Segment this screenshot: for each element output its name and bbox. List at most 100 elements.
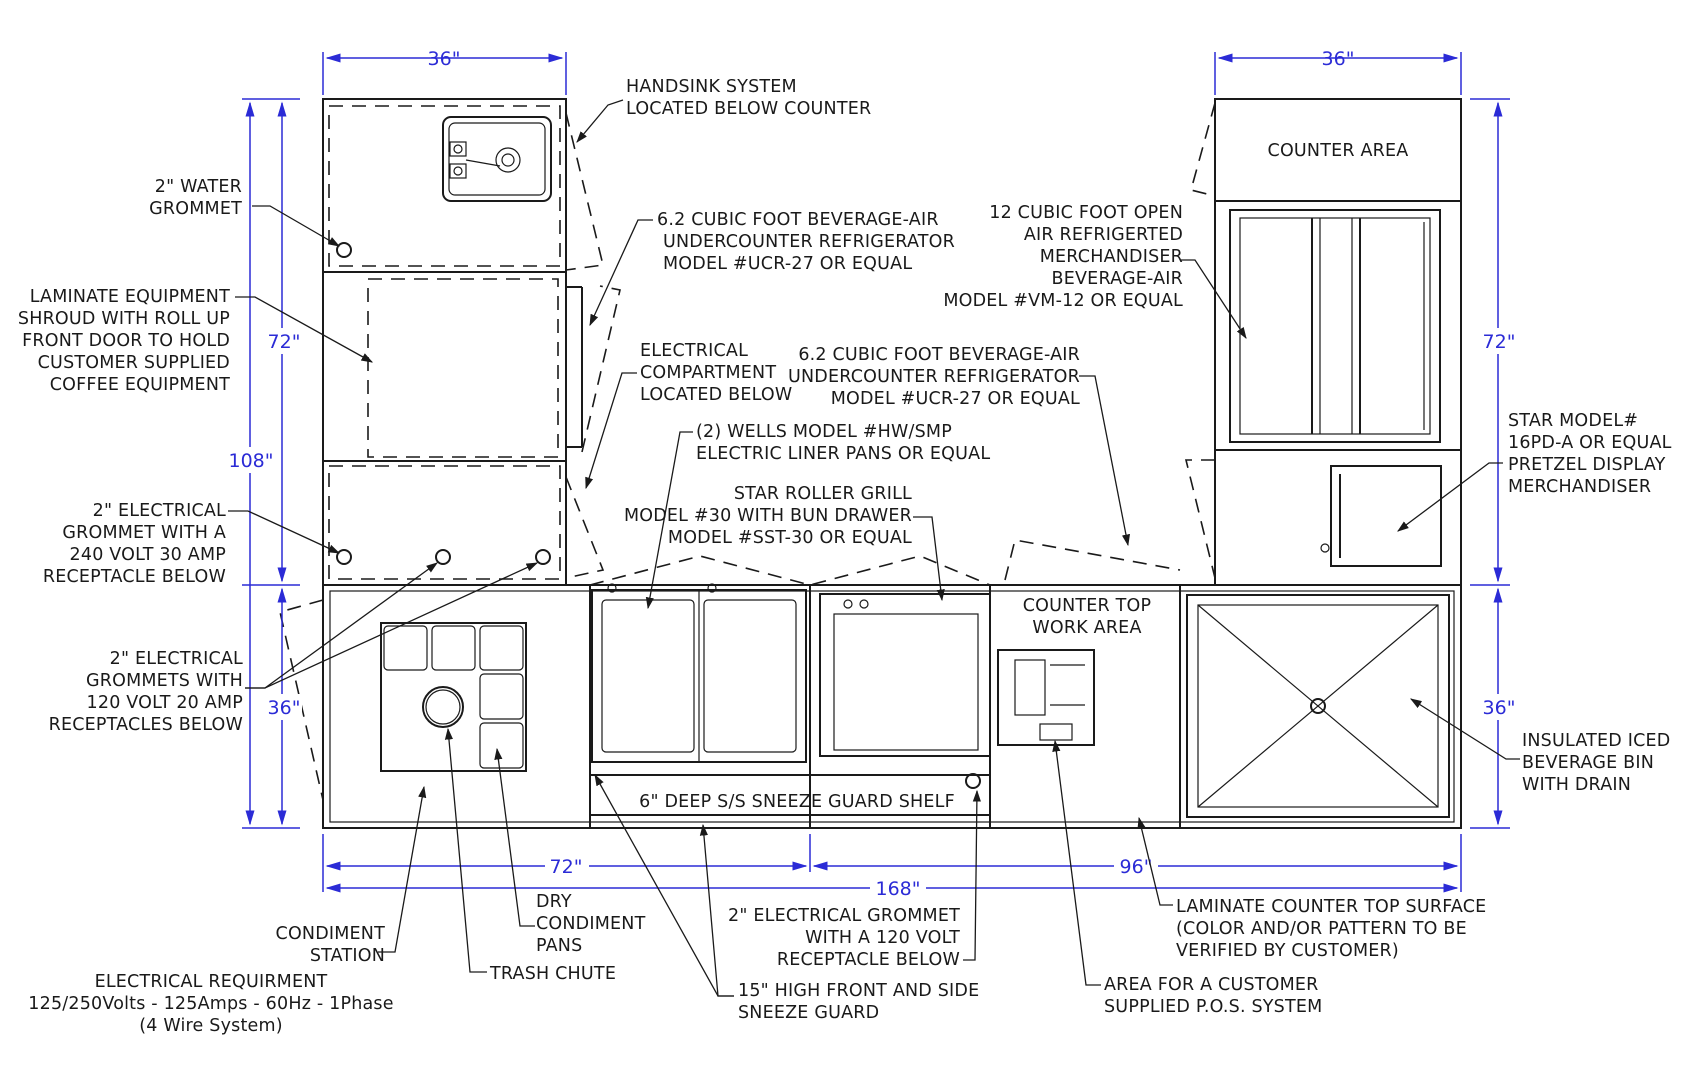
handsink: [442, 116, 552, 202]
label-sneeze-shelf: 6" DEEP S/S SNEEZE GUARD SHELF: [639, 792, 955, 812]
label-line: INSULATED ICED: [1522, 731, 1670, 751]
label-line: PANS: [536, 936, 582, 956]
label-trash-chute: TRASH CHUTE: [489, 964, 616, 984]
lower-counter: [279, 584, 1462, 829]
dim-left-72-text: 72": [268, 331, 301, 353]
label-line: SNEEZE GUARD: [738, 1003, 879, 1023]
label-electrical-grommet-240: 2" ELECTRICAL GROMMET WITH A 240 VOLT 30…: [43, 501, 226, 587]
label-line: COFFEE EQUIPMENT: [50, 375, 230, 395]
dim-right-72-text: 72": [1483, 331, 1516, 353]
condiment-pans: [380, 622, 527, 772]
label-line: COMPARTMENT: [640, 363, 776, 383]
label-line: DRY: [536, 892, 572, 912]
label-line: SUPPLIED P.O.S. SYSTEM: [1104, 997, 1322, 1017]
label-line: 6.2 CUBIC FOOT BEVERAGE-AIR: [657, 210, 939, 230]
label-line: RECEPTACLE BELOW: [43, 567, 226, 587]
label-line: LAMINATE EQUIPMENT: [30, 287, 230, 307]
label-line: PRETZEL DISPLAY: [1508, 455, 1666, 475]
label-line: GROMMETS WITH: [86, 671, 243, 691]
label-roller-grill: STAR ROLLER GRILL MODEL #30 WITH BUN DRA…: [624, 484, 912, 548]
label-line: 120 VOLT 20 AMP: [87, 693, 243, 713]
label-line: GROMMET: [149, 199, 242, 219]
label-line: 2" ELECTRICAL GROMMET: [728, 906, 960, 926]
dimension-top-left: 36": [322, 48, 567, 95]
dim-top-left-text: 36": [428, 48, 461, 70]
label-line: 16PD-A OR EQUAL: [1508, 433, 1672, 453]
sneeze-guard-shelf: [589, 555, 991, 816]
label-line: MERCHANDISER: [1040, 247, 1183, 267]
label-line: VERIFIED BY CUSTOMER): [1176, 941, 1399, 961]
label-line: COUNTER TOP: [1023, 596, 1152, 616]
label-line: 2" ELECTRICAL: [110, 649, 243, 669]
dim-top-right-text: 36": [1322, 48, 1355, 70]
label-line: 2" WATER: [155, 177, 242, 197]
label-iced-bin: INSULATED ICED BEVERAGE BIN WITH DRAIN: [1522, 731, 1670, 795]
label-line: 125/250Volts - 125Amps - 60Hz - 1Phase: [28, 994, 393, 1014]
label-electrical-compartment: ELECTRICAL COMPARTMENT LOCATED BELOW: [640, 341, 792, 405]
door-swing-arcs: [565, 112, 621, 579]
dim-right-36-text: 36": [1483, 697, 1516, 719]
label-line: LAMINATE COUNTER TOP SURFACE: [1176, 897, 1486, 917]
dim-left-108-text: 108": [228, 450, 273, 472]
ice-bin: [1186, 594, 1450, 818]
label-line: MERCHANDISER: [1508, 477, 1651, 497]
label-counter-area: COUNTER AREA: [1268, 141, 1409, 161]
dimension-right-vertical: 72" 36": [1470, 98, 1518, 829]
dim-bottom-168-text: 168": [875, 878, 920, 900]
label-line: MODEL #30 WITH BUN DRAWER: [624, 506, 912, 526]
left-grommets: [336, 242, 551, 565]
label-line: RECEPTACLE BELOW: [777, 950, 960, 970]
label-line: 240 VOLT 30 AMP: [70, 545, 226, 565]
label-line: 15" HIGH FRONT AND SIDE: [738, 981, 979, 1001]
label-line: BEVERAGE BIN: [1522, 753, 1654, 773]
merchandiser: [1229, 209, 1441, 443]
label-refrigerator-mid: 6.2 CUBIC FOOT BEVERAGE-AIR UNDERCOUNTER…: [788, 345, 1080, 409]
label-refrigerator-top: 6.2 CUBIC FOOT BEVERAGE-AIR UNDERCOUNTER…: [657, 210, 955, 274]
label-line: (4 Wire System): [139, 1016, 283, 1036]
label-line: 2" ELECTRICAL: [93, 501, 226, 521]
label-line: UNDERCOUNTER REFRIGERATOR: [663, 232, 955, 252]
label-sneeze-guard: 15" HIGH FRONT AND SIDE SNEEZE GUARD: [738, 981, 979, 1023]
label-water-grommet: 2" WATER GROMMET: [149, 177, 242, 219]
label-line: ELECTRICAL REQUIRMENT: [95, 972, 328, 992]
label-line: GROMMET WITH A: [62, 523, 226, 543]
label-line: FRONT DOOR TO HOLD: [22, 331, 230, 351]
label-line: 12 CUBIC FOOT OPEN: [989, 203, 1183, 223]
label-line: CONDIMENT: [276, 924, 386, 944]
label-line: LOCATED BELOW: [640, 385, 792, 405]
label-line: (2) WELLS MODEL #HW/SMP: [696, 422, 952, 442]
label-wells: (2) WELLS MODEL #HW/SMP ELECTRIC LINER P…: [696, 422, 990, 464]
label-line: ELECTRICAL: [640, 341, 748, 361]
work-area-pos: [997, 539, 1181, 746]
label-line: CONDIMENT: [536, 914, 646, 934]
label-handsink: HANDSINK SYSTEM LOCATED BELOW COUNTER: [626, 77, 871, 119]
right-upper-cabinet: [1184, 98, 1462, 586]
label-merchandiser: 12 CUBIC FOOT OPEN AIR REFRIGERTED MERCH…: [943, 203, 1183, 311]
label-line: MODEL #UCR-27 OR EQUAL: [831, 389, 1080, 409]
label-line: (COLOR AND/OR PATTERN TO BE: [1176, 919, 1467, 939]
pretzel-merchandiser: [1320, 465, 1442, 567]
label-line: STAR ROLLER GRILL: [734, 484, 912, 504]
label-work-area: COUNTER TOP WORK AREA: [1023, 596, 1152, 638]
dim-bottom-72-text: 72": [550, 856, 583, 878]
label-laminate-counter: LAMINATE COUNTER TOP SURFACE (COLOR AND/…: [1176, 897, 1486, 961]
label-condiment-station: CONDIMENT STATION: [276, 924, 386, 966]
label-laminate-shroud: LAMINATE EQUIPMENT SHROUD WITH ROLL UP F…: [18, 287, 230, 395]
dim-bottom-96-text: 96": [1120, 856, 1153, 878]
dimension-top-right: 36": [1214, 48, 1462, 95]
dimension-left-vertical: 108" 72" 36": [228, 98, 302, 829]
label-line: RECEPTACLES BELOW: [49, 715, 243, 735]
label-line: STAR MODEL#: [1508, 411, 1638, 431]
dim-left-36-text: 36": [268, 697, 301, 719]
label-line: MODEL #VM-12 OR EQUAL: [943, 291, 1183, 311]
label-line: BEVERAGE-AIR: [1052, 269, 1183, 289]
leader-lines: [228, 99, 1520, 997]
label-line: MODEL #UCR-27 OR EQUAL: [663, 254, 912, 274]
label-line: STATION: [310, 946, 385, 966]
label-electrical-requirement: ELECTRICAL REQUIRMENT 125/250Volts - 125…: [28, 972, 393, 1036]
label-dry-condiment: DRY CONDIMENT PANS: [536, 892, 646, 956]
coffee-shroud-door: [367, 278, 583, 458]
label-line: LOCATED BELOW COUNTER: [626, 99, 871, 119]
label-line: AREA FOR A CUSTOMER: [1104, 975, 1319, 995]
